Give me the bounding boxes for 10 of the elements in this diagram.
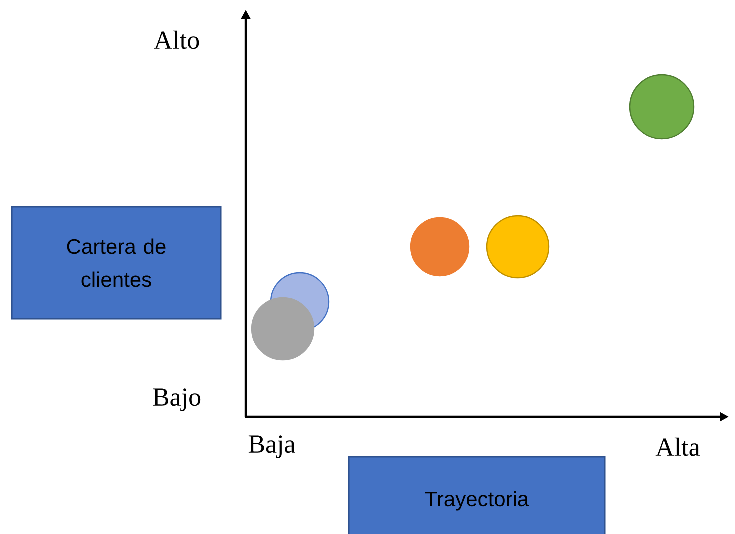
data-circle: [486, 215, 550, 279]
data-circle: [410, 217, 470, 277]
data-circle: [629, 74, 695, 140]
label-box: Cartera de clientes: [11, 206, 222, 320]
axis-label: Alto: [154, 30, 200, 50]
label-box: Trayectoria: [348, 456, 606, 534]
axis-label: Alta: [656, 438, 700, 456]
data-circle: [251, 297, 315, 361]
axis-label: Bajo: [153, 388, 201, 412]
axis-label: Baja: [248, 436, 296, 458]
